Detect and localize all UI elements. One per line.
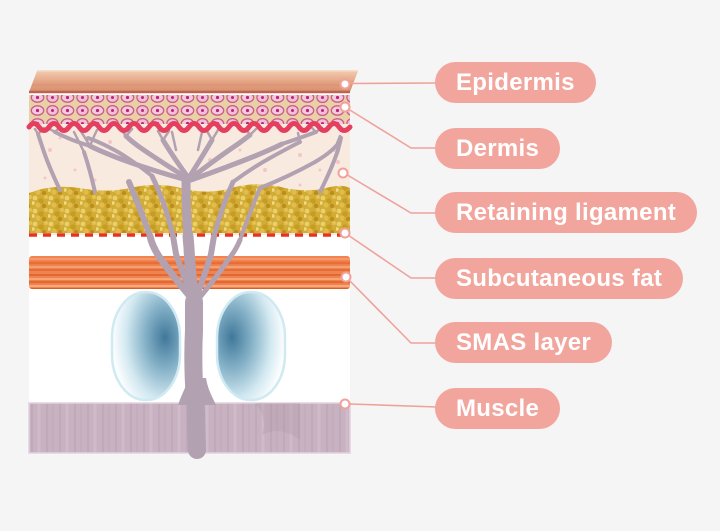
retaining-ligament-tree	[33, 125, 343, 459]
connector-dermis	[344, 106, 437, 149]
dot-muscle	[339, 398, 351, 410]
label-muscle-text: Muscle	[456, 395, 540, 422]
fascia-space-left	[110, 290, 182, 402]
connector-muscle	[349, 403, 438, 408]
connector-retaining-ligament	[343, 172, 437, 214]
dot-epidermis	[339, 78, 351, 90]
dot-retaining-ligament	[337, 167, 349, 179]
label-smas-layer-text: SMAS layer	[456, 329, 592, 356]
dermal-junction-wavy-line	[26, 121, 353, 133]
dot-smas-layer	[340, 271, 352, 283]
connector-epidermis	[348, 82, 438, 85]
label-connectors	[343, 82, 438, 408]
connector-smas-layer	[345, 276, 437, 344]
skin-block	[26, 70, 358, 459]
label-dermis: Dermis	[435, 128, 561, 169]
connector-dots	[337, 78, 352, 410]
label-smas-layer: SMAS layer	[435, 322, 613, 363]
label-muscle: Muscle	[435, 388, 561, 429]
muscle-shading	[255, 403, 300, 440]
fascia-spaces	[110, 290, 287, 402]
fascia-space-right	[215, 290, 287, 402]
label-dermis-text: Dermis	[456, 135, 540, 162]
skin-surface-top-face	[29, 70, 358, 94]
connector-subcutaneous-fat	[344, 232, 437, 279]
label-subcutaneous-fat-text: Subcutaneous fat	[456, 265, 663, 292]
label-epidermis: Epidermis	[435, 62, 596, 103]
label-subcutaneous-fat: Subcutaneous fat	[435, 258, 684, 299]
dot-dermis	[339, 101, 351, 113]
dot-subcutaneous-fat	[339, 227, 351, 239]
label-retaining-ligament: Retaining ligament	[435, 192, 698, 233]
epidermis-layer	[29, 95, 350, 124]
label-retaining-ligament-text: Retaining ligament	[456, 199, 677, 226]
label-epidermis-text: Epidermis	[456, 69, 575, 96]
